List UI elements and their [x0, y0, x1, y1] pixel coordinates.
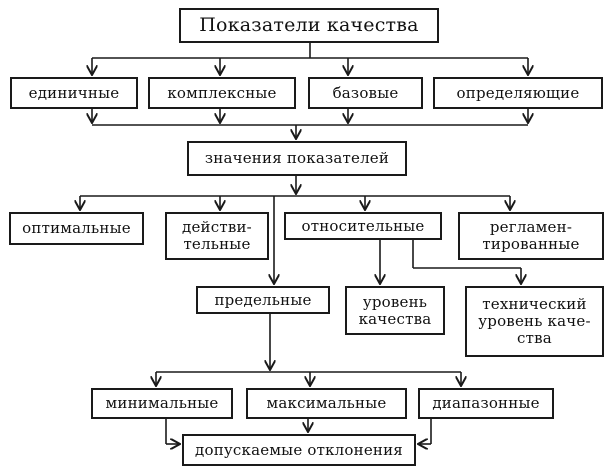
node-range: диапазонные: [418, 388, 554, 419]
node-indicator-values: значения показателей: [187, 141, 407, 176]
node-technical-level: технический уровень каче- ства: [465, 286, 604, 357]
node-optimal: оптимальные: [9, 212, 144, 245]
node-tolerances: допускаемые отклонения: [182, 434, 416, 466]
node-regulated: регламен- тированные: [458, 212, 604, 260]
node-basic: базовые: [308, 77, 423, 109]
node-quality-level: уровень качества: [345, 286, 445, 335]
node-quality-indicators: Показатели качества: [179, 8, 439, 43]
node-minimal: минимальные: [91, 388, 233, 419]
node-actual: действи- тельные: [165, 212, 269, 260]
node-maximal: максимальные: [246, 388, 407, 419]
node-limit: предельные: [196, 286, 330, 314]
node-determining: определяющие: [433, 77, 603, 109]
node-single: единичные: [10, 77, 138, 109]
node-relative: относительные: [284, 212, 442, 240]
node-complex: комплексные: [148, 77, 296, 109]
